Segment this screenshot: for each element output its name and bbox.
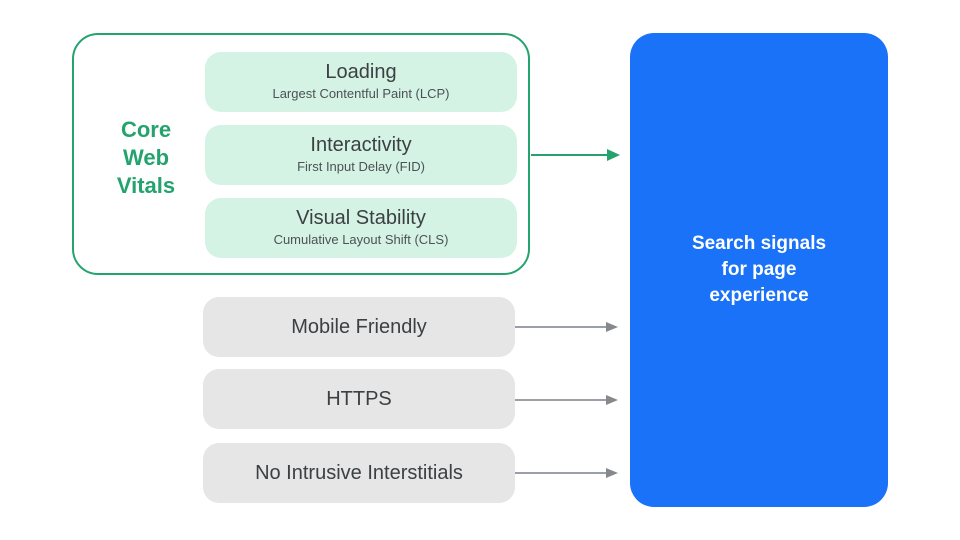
vital-subtitle-cls: Cumulative Layout Shift (CLS) — [273, 232, 449, 248]
search-signals-box: Search signals for page experience — [630, 33, 888, 507]
core-web-vitals-group: Core Web Vitals Loading Largest Contentf… — [72, 33, 530, 275]
arrow-line — [515, 399, 606, 401]
signal-pill-mobile-friendly: Mobile Friendly — [203, 297, 515, 357]
arrow-line — [515, 326, 606, 328]
arrow-line — [515, 472, 606, 474]
vital-subtitle-fid: First Input Delay (FID) — [297, 159, 425, 175]
arrow-https — [515, 393, 618, 407]
arrow-no-intrusive-interstitials — [515, 466, 618, 480]
arrow-head-icon — [606, 468, 618, 478]
arrow-core-web-vitals — [531, 148, 620, 162]
vital-title-interactivity: Interactivity — [310, 134, 412, 157]
vital-title-loading: Loading — [325, 61, 397, 84]
signal-pill-https: HTTPS — [203, 369, 515, 429]
signal-label-https: HTTPS — [326, 387, 392, 410]
arrow-head-icon — [607, 149, 620, 161]
vital-pill-visual-stability: Visual Stability Cumulative Layout Shift… — [205, 198, 517, 258]
vital-title-visual-stability: Visual Stability — [296, 207, 426, 230]
arrow-line — [531, 153, 607, 157]
arrow-mobile-friendly — [515, 320, 618, 334]
signal-pill-no-intrusive-interstitials: No Intrusive Interstitials — [203, 443, 515, 503]
signal-label-mobile-friendly: Mobile Friendly — [291, 315, 427, 338]
vital-pill-interactivity: Interactivity First Input Delay (FID) — [205, 125, 517, 185]
arrow-head-icon — [606, 322, 618, 332]
signal-label-no-intrusive-interstitials: No Intrusive Interstitials — [255, 461, 463, 484]
vital-subtitle-lcp: Largest Contentful Paint (LCP) — [272, 86, 450, 102]
vital-pill-loading: Loading Largest Contentful Paint (LCP) — [205, 52, 517, 112]
arrow-head-icon — [606, 395, 618, 405]
core-web-vitals-label: Core Web Vitals — [116, 117, 176, 198]
search-signals-label: Search signals for page experience — [691, 233, 827, 306]
